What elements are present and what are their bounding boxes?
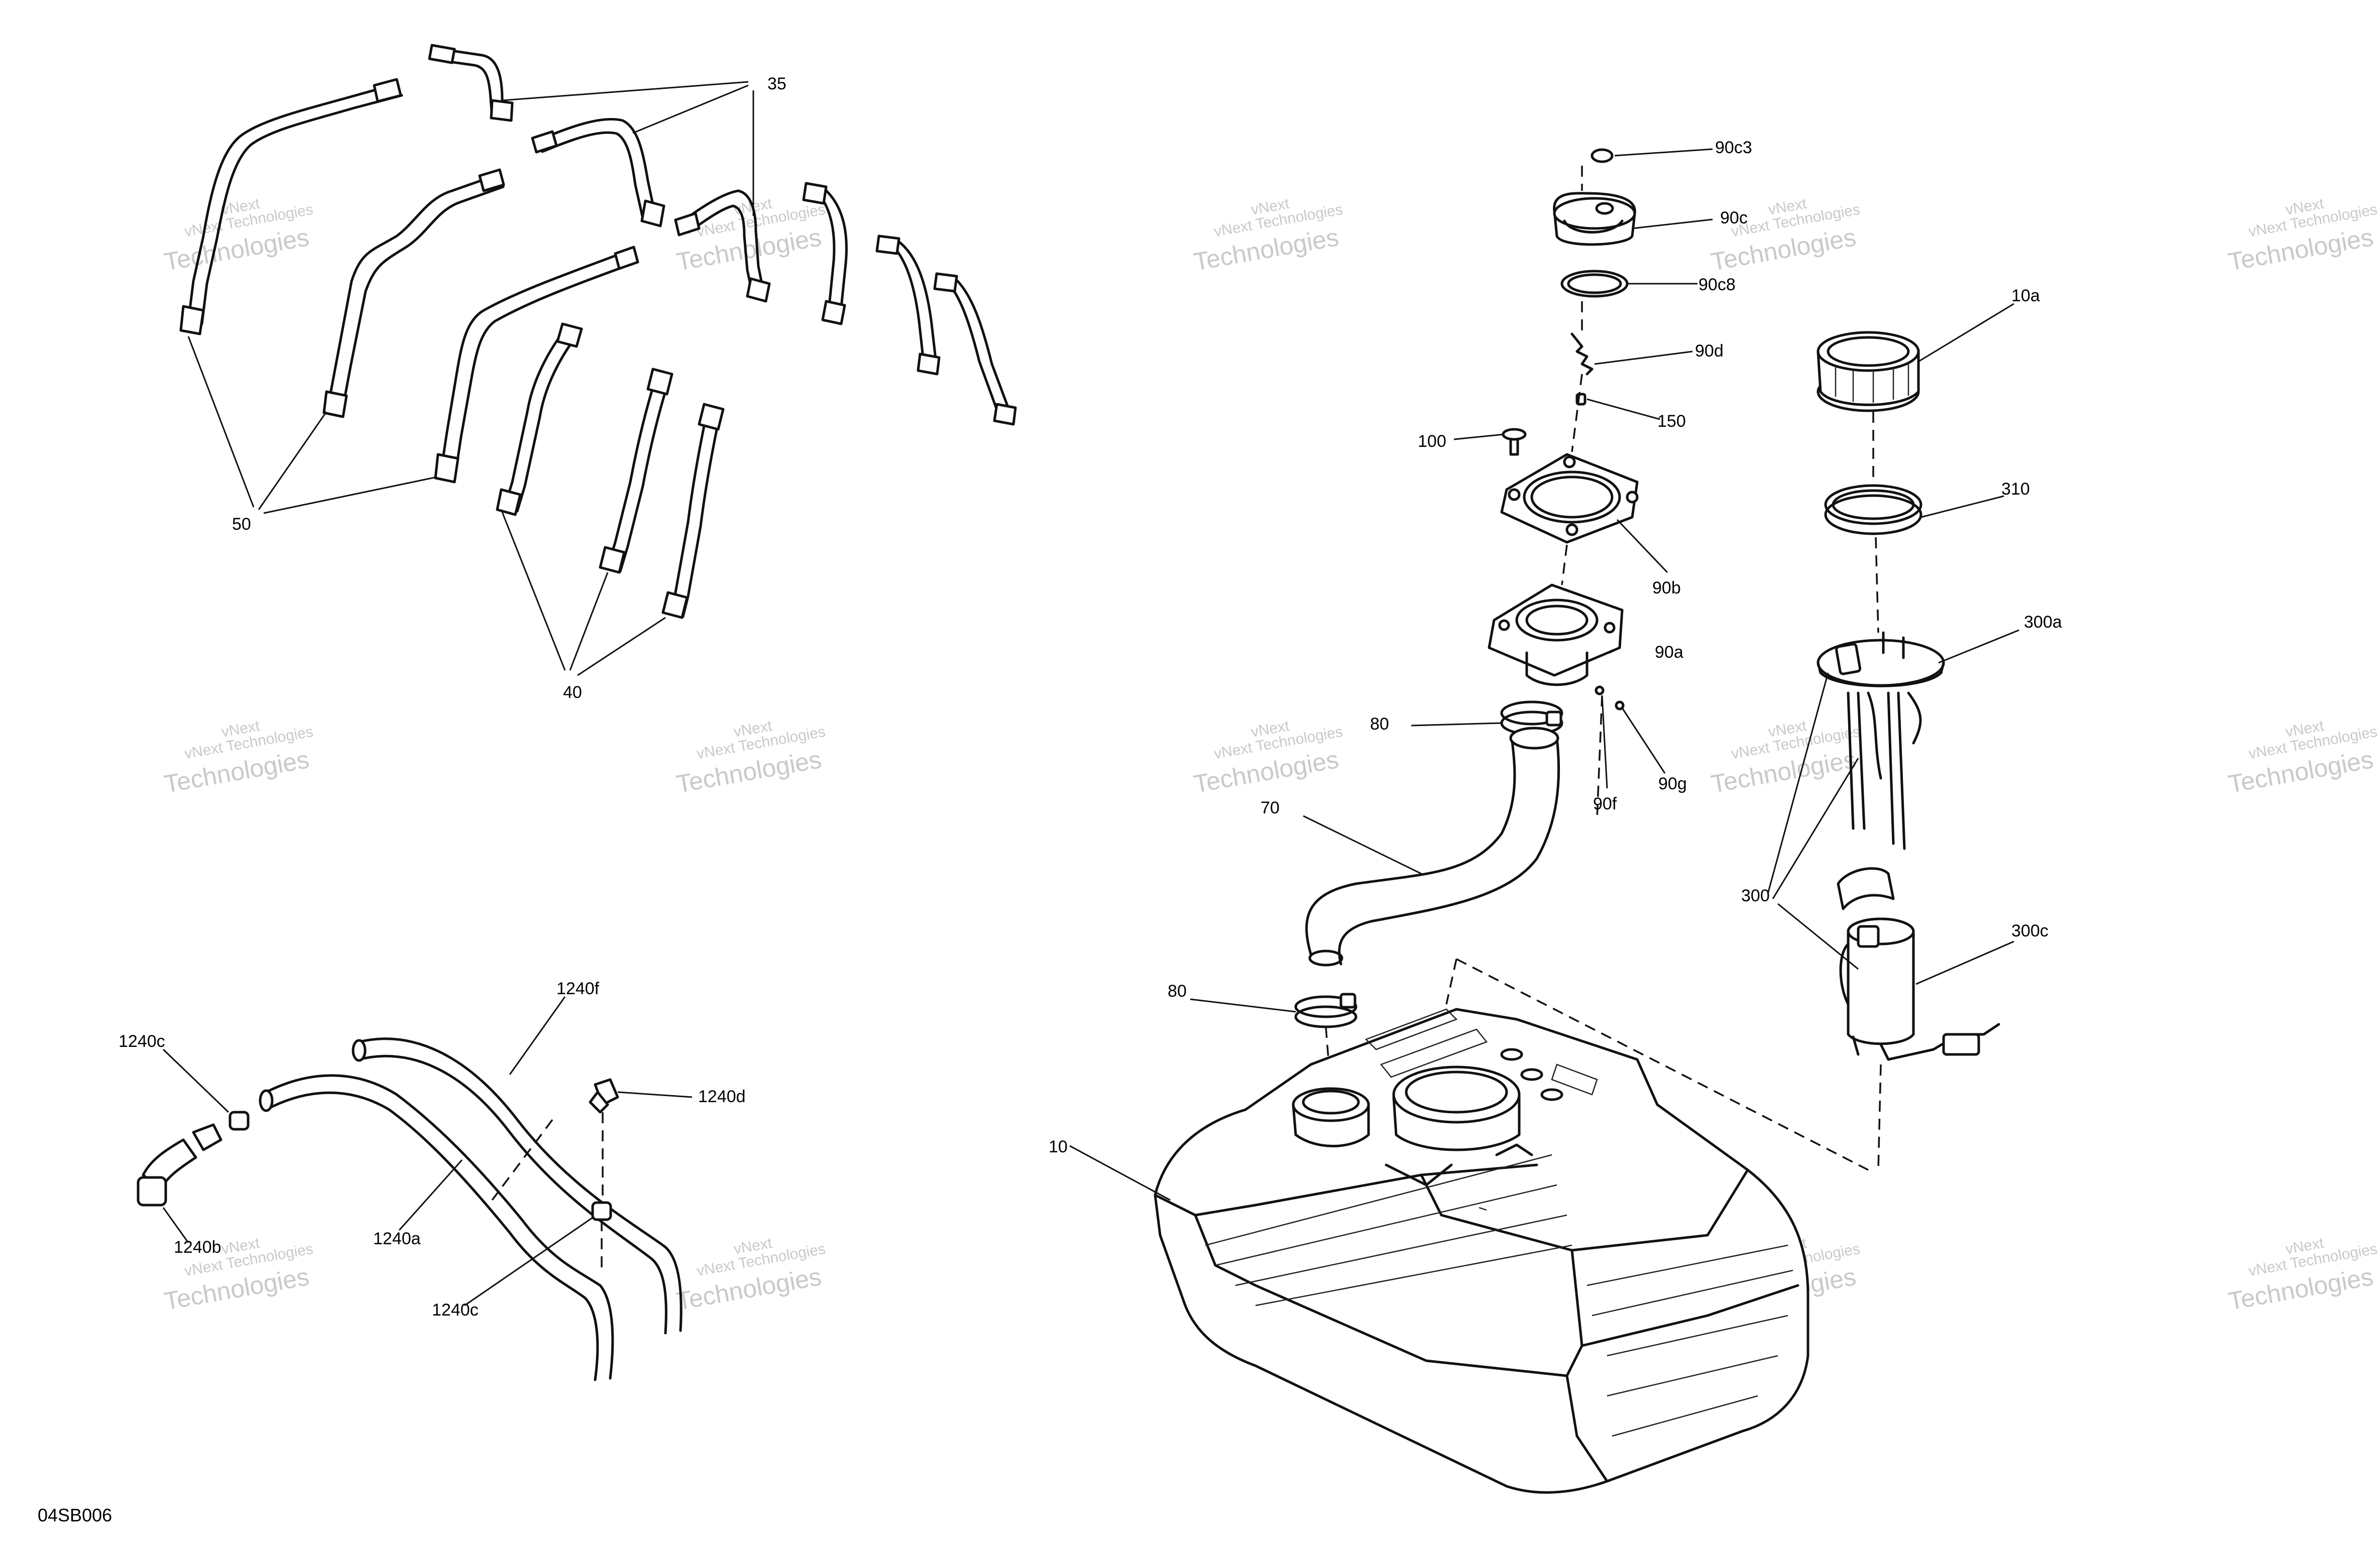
vent-fitting-1240d <box>589 1078 619 1114</box>
strap-leaders <box>187 81 754 676</box>
screw-100 <box>1502 428 1527 456</box>
callout-150: 150 <box>1657 412 1686 431</box>
callout-310: 310 <box>2001 480 2030 499</box>
watermark: vNext Technologies Technologies vNext <box>162 195 315 276</box>
watermark: vNext Technologies Technologies vNext <box>2226 1235 2379 1316</box>
callout-90c: 90c <box>1720 208 1748 227</box>
strap-50-c <box>434 246 639 484</box>
callout-1240a: 1240a <box>373 1229 421 1248</box>
vent-hose-group <box>137 1037 683 1381</box>
strap-35-f <box>933 272 1017 426</box>
strap-35-c <box>674 189 771 303</box>
callout-35: 35 <box>767 74 786 93</box>
watermark: vNext Technologies Technologies vNext <box>162 718 315 798</box>
pump-group <box>1445 331 2000 1171</box>
callout-70: 70 <box>1261 798 1280 817</box>
vent-clamp-1240c-bottom <box>591 1201 612 1221</box>
strap-35-b <box>531 117 665 227</box>
callout-50: 50 <box>232 515 251 534</box>
strap-group <box>179 44 1017 619</box>
watermark: vNext Technologies Technologies vNext <box>1192 718 1344 798</box>
watermark: vNext Technologies Technologies vNext <box>674 1235 827 1316</box>
callout-10: 10 <box>1049 1137 1068 1156</box>
strap-35-a <box>428 44 514 122</box>
lock-ring-10a <box>1817 331 1920 412</box>
watermark: vNext Technologies Technologies vNext <box>674 718 827 798</box>
callout-80-lower: 80 <box>1168 982 1187 1001</box>
vent-clamp-1240c-top <box>229 1111 250 1131</box>
watermark: vNext Technologies Technologies vNext <box>2226 718 2379 798</box>
tether-90d <box>1570 332 1594 376</box>
pump-seal-310 <box>1824 484 1922 535</box>
callout-labels: 35 50 40 90c3 90c 90c8 90d 150 100 90b 9… <box>119 74 2062 1320</box>
retainer-plate-90b <box>1500 453 1639 544</box>
filler-leaders <box>1190 148 1713 1013</box>
callout-90c8: 90c8 <box>1698 275 1736 294</box>
callout-1240c-top: 1240c <box>119 1032 165 1051</box>
callout-40: 40 <box>563 683 582 702</box>
strap-35-e <box>875 234 941 376</box>
strap-40-c <box>661 403 725 619</box>
vent-valve-1240b <box>137 1123 222 1207</box>
watermark: vNext Technologies Technologies vNext <box>2226 195 2379 276</box>
callout-80-upper: 80 <box>1370 715 1389 734</box>
callout-100: 100 <box>1418 432 1446 451</box>
clamp-80-lower <box>1294 993 1357 1028</box>
strap-40-a <box>496 322 583 516</box>
callout-90c3: 90c3 <box>1715 138 1752 157</box>
plug-90c3 <box>1591 148 1614 163</box>
callout-90a: 90a <box>1655 643 1683 662</box>
strap-50-a <box>179 78 403 335</box>
callout-90f: 90f <box>1593 794 1617 813</box>
filter-sock <box>1837 867 1895 910</box>
callout-1240f: 1240f <box>556 979 600 998</box>
callout-10a: 10a <box>2011 286 2040 305</box>
filler-hose-70 <box>1305 727 1560 967</box>
callout-300a: 300a <box>2024 613 2062 632</box>
diagram-code: 04SB006 <box>38 1505 112 1525</box>
callout-1240c-bottom: 1240c <box>432 1300 479 1320</box>
callout-300: 300 <box>1741 886 1770 905</box>
pump-leaders <box>1767 303 2019 985</box>
filler-cap-90c <box>1553 192 1636 246</box>
callout-300c: 300c <box>2011 921 2049 940</box>
strap-35-d <box>802 182 848 325</box>
filler-neck-90a <box>1488 583 1624 686</box>
callout-90d: 90d <box>1695 341 1724 361</box>
callout-1240d: 1240d <box>698 1087 746 1106</box>
strap-50-b <box>322 168 505 418</box>
vent-leaders <box>162 996 693 1307</box>
tank-leaders <box>1069 1145 1171 1201</box>
fuel-tank-10 <box>1154 1008 1809 1494</box>
pump-flange-300a <box>1817 631 1945 850</box>
washer-90g <box>1615 700 1625 710</box>
watermark: vNext Technologies Technologies vNext <box>1709 195 1862 276</box>
washer-90f <box>1595 685 1605 695</box>
filler-assembly <box>1294 148 1639 1090</box>
callout-90b: 90b <box>1652 578 1681 598</box>
callout-1240b: 1240b <box>174 1238 221 1257</box>
strap-40-b <box>599 368 673 574</box>
pump-module-300c <box>1839 917 2000 1061</box>
watermark: vNext Technologies Technologies vNext <box>1192 195 1344 276</box>
callout-90g: 90g <box>1658 774 1687 793</box>
